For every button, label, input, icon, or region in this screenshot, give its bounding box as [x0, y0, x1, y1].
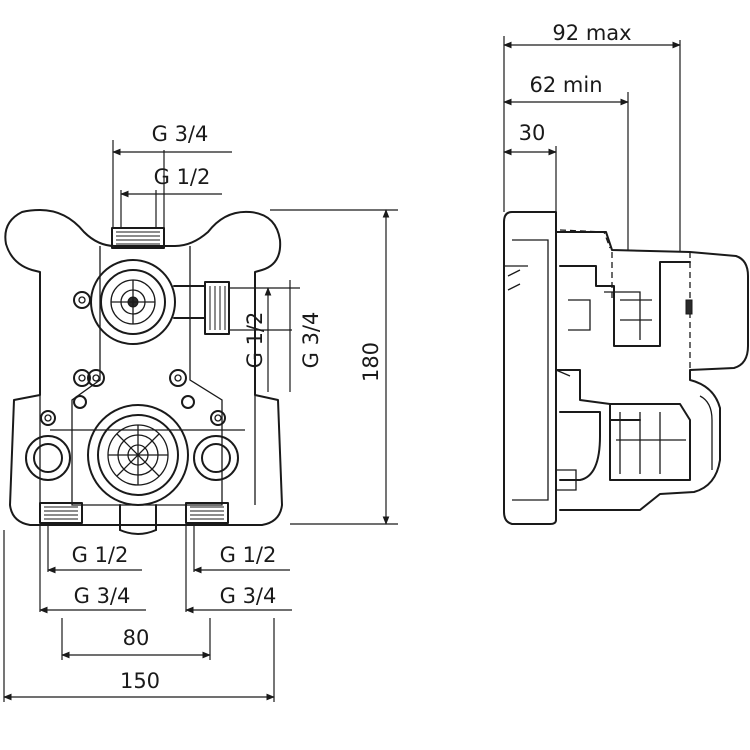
- left-inlet: [25, 435, 71, 481]
- label-side-g34: G 3/4: [299, 312, 323, 369]
- label-height: 180: [359, 342, 383, 382]
- side-lower-cartridge-detail: [616, 395, 713, 474]
- bottom-right-connector: [185, 502, 229, 524]
- side-connector: [204, 281, 230, 335]
- side-housing-outline: [555, 231, 749, 511]
- side-view: [503, 211, 749, 525]
- side-upper-cartridge-detail: [568, 291, 652, 340]
- front-dimensions: [3, 140, 398, 702]
- label-br-g34: G 3/4: [220, 584, 277, 608]
- bottom-right-thread: [190, 506, 224, 520]
- bottom-left-connector: [39, 502, 83, 524]
- front-view: [4, 209, 283, 535]
- label-width-150: 150: [120, 669, 160, 693]
- label-30: 30: [519, 121, 546, 145]
- top-connector: [111, 227, 165, 249]
- side-outlet-pipe: [173, 285, 206, 319]
- side-pin: [685, 299, 693, 315]
- central-valve: [87, 404, 189, 535]
- front-body-outline: [4, 209, 283, 526]
- bottom-left-thread: [44, 506, 78, 520]
- side-connector-thread: [209, 286, 226, 330]
- label-spacing-80: 80: [123, 626, 150, 650]
- label-62-min: 62 min: [530, 73, 603, 97]
- label-bl-g34: G 3/4: [74, 584, 131, 608]
- side-lower-cartridge: [559, 403, 691, 481]
- side-fixing-tabs: [507, 269, 577, 491]
- right-inlet: [193, 435, 239, 481]
- label-92-max: 92 max: [552, 21, 631, 45]
- side-upper-cartridge: [559, 261, 691, 347]
- label-top-g12: G 1/2: [154, 165, 211, 189]
- side-base-inner: [504, 239, 549, 501]
- label-bl-g12: G 1/2: [72, 543, 129, 567]
- label-br-g12: G 1/2: [220, 543, 277, 567]
- upper-valve: [90, 259, 176, 345]
- label-top-g34: G 3/4: [152, 122, 209, 146]
- label-side-g12: G 1/2: [243, 312, 267, 369]
- side-middle-stem: [555, 369, 641, 421]
- front-lower-plate: [39, 395, 256, 505]
- side-base-outline: [503, 211, 557, 525]
- top-connector-thread: [116, 231, 160, 245]
- mounting-holes: [40, 291, 226, 426]
- side-dimensions: [503, 36, 681, 252]
